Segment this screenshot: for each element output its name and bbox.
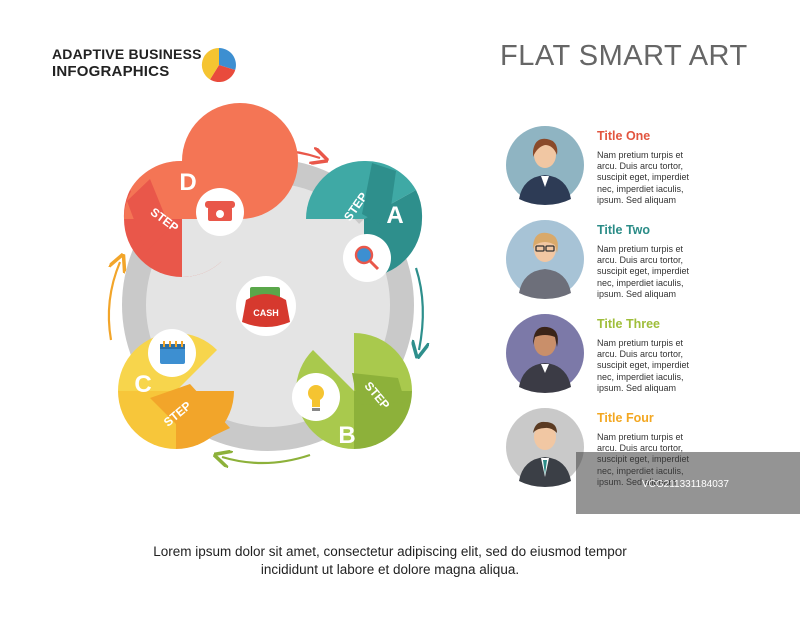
cash-bag-icon bbox=[242, 287, 290, 327]
arrow-b-to-c bbox=[222, 455, 311, 463]
caption-text: Lorem ipsum dolor sit amet, consectetur … bbox=[153, 544, 627, 577]
logo-pie-icon bbox=[201, 47, 236, 83]
entry-body: Nam pretium turpis et arcu. Duis arcu to… bbox=[597, 150, 690, 205]
brand-logo: ADAPTIVE BUSINESS INFOGRAPHICS bbox=[52, 46, 202, 82]
step-d-letter: D bbox=[179, 169, 196, 196]
avatar-person-one bbox=[506, 126, 584, 205]
magnifier-icon bbox=[354, 245, 380, 271]
avatar-person-three bbox=[506, 314, 584, 393]
step-c-segment bbox=[118, 333, 234, 449]
lightbulb-icon bbox=[308, 385, 324, 411]
entry-title: Title Three bbox=[597, 317, 660, 331]
telephone-icon bbox=[205, 201, 235, 221]
center-label: CASH bbox=[253, 308, 279, 318]
calendar-icon bbox=[160, 341, 185, 364]
step-b-letter: B bbox=[338, 422, 355, 449]
watermark-overlay: VCG211331184037 bbox=[576, 452, 800, 514]
arrow-a-to-b bbox=[416, 267, 423, 350]
watermark-text: VCG211331184037 bbox=[642, 479, 729, 490]
step-c-letter: C bbox=[134, 371, 151, 398]
person-entry-three: Title Three Nam pretium turpis et arcu. … bbox=[597, 316, 797, 394]
avatar-person-two bbox=[506, 220, 584, 299]
entry-title: Title Four bbox=[597, 411, 654, 425]
step-a-letter: A bbox=[386, 202, 403, 229]
entry-body: Nam pretium turpis et arcu. Duis arcu to… bbox=[597, 338, 690, 393]
entry-title: Title Two bbox=[597, 223, 651, 237]
entry-body: Nam pretium turpis et arcu. Duis arcu to… bbox=[597, 244, 690, 299]
entry-title: Title One bbox=[597, 129, 651, 143]
person-entry-two: Title Two Nam pretium turpis et arcu. Du… bbox=[597, 222, 797, 300]
brand-line-2: INFOGRAPHICS bbox=[52, 63, 170, 80]
page-title: FLAT SMART ART bbox=[500, 40, 748, 72]
avatar-person-four bbox=[506, 408, 584, 487]
arrow-c-to-d bbox=[107, 262, 120, 341]
brand-line-1: ADAPTIVE BUSINESS bbox=[52, 46, 202, 62]
person-entry-one: Title One Nam pretium turpis et arcu. Du… bbox=[597, 128, 797, 206]
